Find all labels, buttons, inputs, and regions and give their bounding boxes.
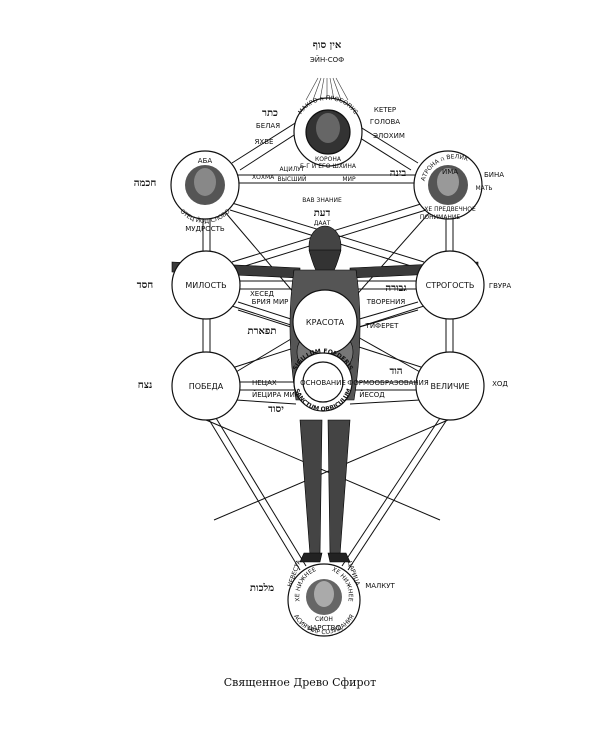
chokhmah-hebrew: חכמה <box>134 178 157 189</box>
world-label: МИР <box>342 176 356 183</box>
binah-ring-label: МАТРОНА ה ВЕЛИКАЯ <box>0 0 470 182</box>
ein-sof-label: ЭЙН-СОФ <box>310 55 344 64</box>
binah-circle-label: ИМА <box>442 168 458 176</box>
atzilut-label: АЦИЛУТ <box>279 166 304 173</box>
gevurah-hebrew: גבורה <box>385 283 407 294</box>
yesod-label: ЙЕСОД <box>359 390 385 399</box>
keter-label: КЕТЕР <box>374 106 396 114</box>
creation-label: ТВОРЕНИЯ <box>366 298 406 306</box>
hod-hebrew: הוד <box>389 366 402 377</box>
zion-label: СИОН <box>315 616 333 623</box>
tiferet-hebrew: תפארת <box>248 326 277 337</box>
vav-knowledge-label: ВАВ ЗНАНИЕ <box>302 197 342 204</box>
hod-circle-label: ВЕЛИЧИЕ <box>430 382 469 391</box>
understanding-label: ПОНИМАНИЕ <box>420 214 461 221</box>
wisdom-label: МУДРОСТЬ <box>185 225 225 233</box>
yesod-hebrew: יסוד <box>268 404 284 415</box>
crown-label: КОРОНА <box>315 156 342 163</box>
sefirot-circles <box>170 97 485 637</box>
tiferet-label: ТИФЕРЕТ <box>365 322 400 330</box>
daat-hebrew: דעת <box>314 208 331 219</box>
hod-label: ХОД <box>492 380 508 388</box>
chesed-hebrew: חסד <box>137 280 153 291</box>
beriah-label: БРИЯ МИР <box>252 298 289 306</box>
netzach-circle-label: ПОБЕДА <box>189 382 224 391</box>
binah-label: БИНА <box>484 171 504 179</box>
keter-head-label: ГОЛОВА <box>370 118 400 126</box>
ein-sof-hebrew: אין סוף <box>313 40 342 51</box>
gevurah-label: ГВУРА <box>489 282 512 290</box>
malkhut-hebrew: מלכות <box>250 582 274 594</box>
chesed-circle-label: МИЛОСТЬ <box>185 281 226 290</box>
yetzira-label: ЙЕЦИРА МИР <box>252 390 299 399</box>
chesed-path-label: ХЕСЕД <box>250 290 275 298</box>
figure-caption: Священное Древо Сфирот <box>223 676 377 689</box>
chesed-circle <box>171 250 241 320</box>
gevurah-circle <box>415 250 485 320</box>
formation-label: ФОРМООБРАЗОВАНИЯ <box>347 379 429 387</box>
kingdom-label: ЦАРСТВО <box>307 624 341 632</box>
yesod-circle-label: ОСНОВАНИЕ <box>300 379 346 387</box>
hod-circle <box>415 351 485 421</box>
divine-rays <box>305 77 349 101</box>
chokhmah-path-label: ХОХМА <box>252 174 275 181</box>
keter-hebrew: כתר <box>262 108 278 119</box>
binah-ring-bottom-label: ХЕ ПРЕДВЕЧНОЕ <box>424 206 476 213</box>
daat-label: ДААТ <box>314 220 331 227</box>
netzach-path-label: НЕЦАХ <box>252 379 277 387</box>
netzach-hebrew: נצח <box>138 380 152 391</box>
binah-mother-label: МАТЬ <box>475 185 492 192</box>
gevurah-circle-label: СТРОГОСТЬ <box>426 281 475 290</box>
shekhina-label: Б-Г И ЕГО ШХИНА <box>300 163 357 170</box>
higher-label: ВЫСШИЙ <box>278 176 307 183</box>
elohim-label: ЭЛОХИМ <box>373 132 405 140</box>
tiferet-circle-label: КРАСОТА <box>306 318 345 327</box>
malkut-label: МАЛКУТ <box>365 582 395 590</box>
keter-white-label: БЕЛАЯ <box>256 122 280 130</box>
chokhmah-circle-label: АБА <box>198 157 213 165</box>
netzach-circle <box>171 351 241 421</box>
binah-hebrew: בינה <box>390 168 407 179</box>
yahve-label: ЯХВЕ <box>255 138 274 146</box>
